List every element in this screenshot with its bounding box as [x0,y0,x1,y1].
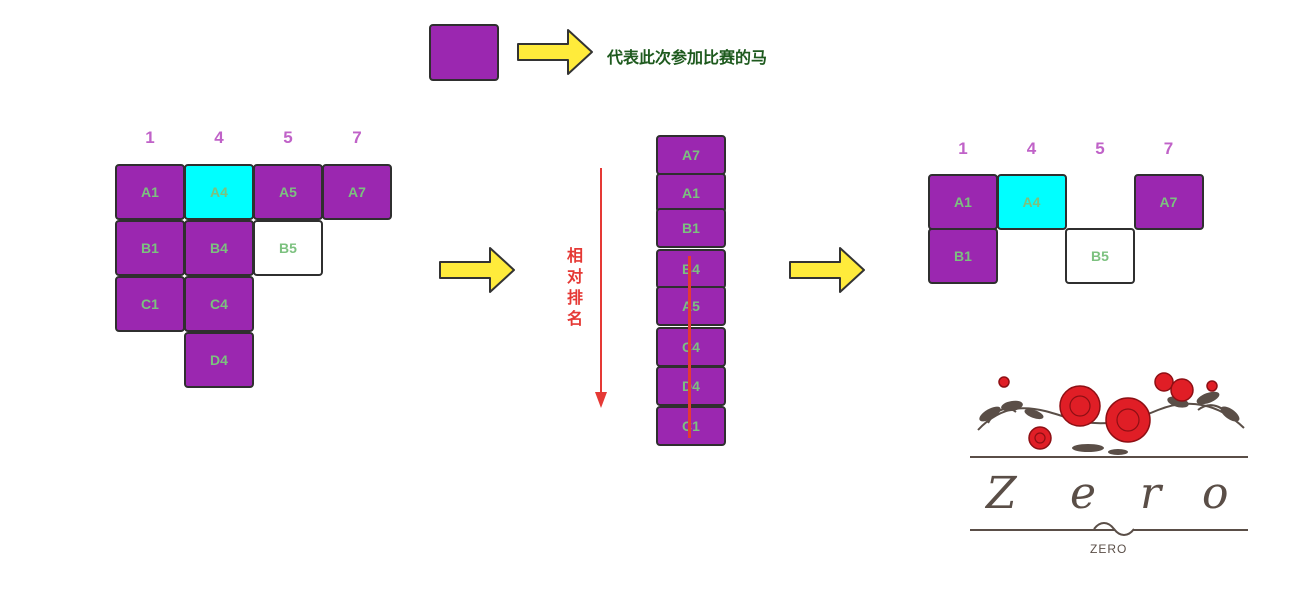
rank-cell-c1: C1 [656,406,726,446]
logo-letter: Z [986,468,1017,519]
ornament-icon [1093,522,1135,536]
stack-cut-line [688,256,691,438]
logo-divider-bottom [970,529,1248,531]
rank-cell-a1: A1 [656,173,726,213]
column-label: 7 [352,128,362,147]
logo-letter: r [1140,468,1162,519]
rank-down-arrow [595,168,607,408]
rank-cell-a7: A7 [656,135,726,175]
rank-char: 排 [566,290,583,307]
horse-cell-a4: A4 [184,164,254,220]
horse-cell-a1: A1 [115,164,185,220]
horse-cell-a5: A5 [253,164,323,220]
logo-subtitle: ZERO [1090,542,1128,556]
horse-cell-a7: A7 [1133,174,1204,230]
horse-cell-b5: B5 [253,220,323,276]
rank-label: 相 对 排 名 [563,246,587,330]
logo-divider-top [970,456,1248,458]
column-label: 4 [214,128,224,147]
rank-cell-d4: D4 [656,366,726,406]
logo-letter: e [1070,468,1097,519]
logo-letter: o [1202,468,1229,519]
column-label: 5 [283,128,293,147]
legend-arrow [517,29,593,75]
rank-cell-a5: A5 [656,286,726,326]
horse-cell-b1: B1 [115,220,185,276]
horse-cell-c1: C1 [115,276,185,332]
horse-cell-a1: A1 [928,174,998,230]
horse-cell-a7: A7 [322,164,392,220]
rank-cell-b1: B1 [656,208,726,248]
rank-char: 相 [566,248,583,265]
rank-cell-c4: C4 [656,327,726,367]
column-label: 5 [1095,139,1105,158]
horse-cell-b4: B4 [184,220,254,276]
horse-cell-b5: B5 [1065,228,1135,284]
rose-garland-icon [977,372,1245,455]
horse-cell-a4: A4 [996,174,1067,230]
rank-cell-b4: B4 [656,249,726,289]
column-label: 4 [1026,139,1037,158]
column-label: 7 [1163,139,1174,158]
legend-swatch [429,24,499,81]
horse-cell-b1: B1 [928,228,998,284]
column-label: 1 [145,128,155,147]
legend-text: 代表此次参加比赛的马 [607,50,768,67]
rank-char: 对 [566,269,583,286]
horse-cell-c4: C4 [184,276,254,332]
flow-arrow-2 [789,247,865,293]
horse-cell-d4: D4 [184,332,254,388]
flow-arrow-1 [439,247,515,293]
rank-char: 名 [566,311,583,328]
column-label: 1 [958,139,968,158]
